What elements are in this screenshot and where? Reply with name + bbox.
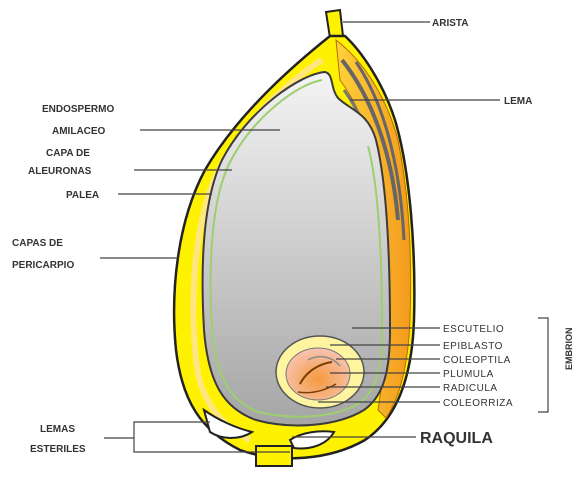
label-capa-1: CAPA DE (46, 148, 90, 159)
label-lemas-2: ESTERILES (30, 444, 86, 455)
embryo-inner (286, 348, 350, 400)
label-arista: ARISTA (432, 18, 468, 29)
label-escutelio: ESCUTELIO (443, 324, 504, 335)
label-lema: LEMA (504, 96, 532, 107)
label-lemas-1: LEMAS (40, 424, 75, 435)
label-endospermo-1: ENDOSPERMO (42, 104, 114, 115)
label-endospermo-2: AMILACEO (52, 126, 106, 137)
label-radicula: RADICULA (443, 383, 498, 394)
arista-shape (326, 10, 343, 38)
label-capa-2: ALEURONAS (28, 166, 92, 177)
label-raquila: RAQUILA (420, 430, 493, 447)
label-plumula: PLUMULA (443, 369, 494, 380)
label-pericarpio-1: CAPAS DE (12, 238, 63, 249)
raquila-shape (256, 446, 292, 466)
label-coleoptila: COLEOPTILA (443, 355, 511, 366)
label-epiblasto: EPIBLASTO (443, 341, 503, 352)
label-pericarpio-2: PERICARPIO (12, 260, 74, 271)
label-coleorriza: COLEORRIZA (443, 398, 513, 409)
label-palea: PALEA (66, 190, 99, 201)
label-embrion: EMBRION (564, 328, 574, 371)
embrion-bracket (538, 318, 548, 412)
